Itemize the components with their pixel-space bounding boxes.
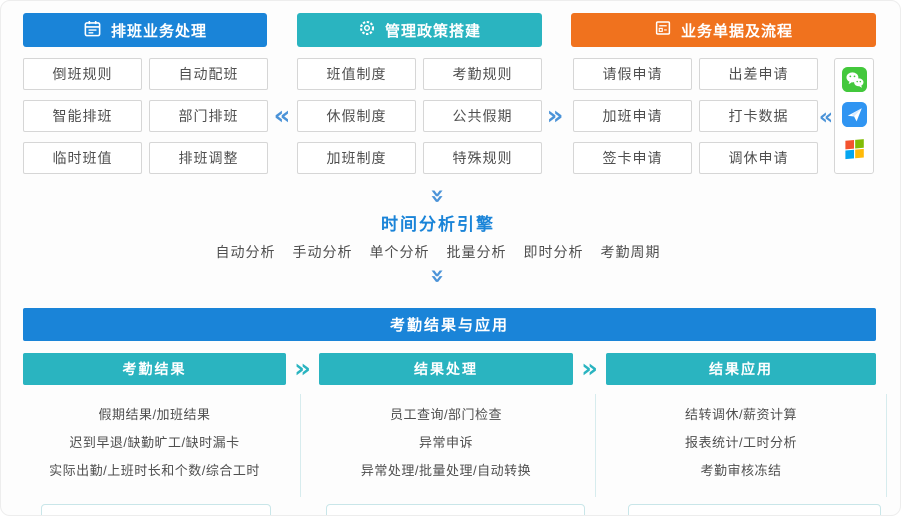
list-item: 假期结果/加班结果: [98, 406, 211, 422]
results-banner: 考勤结果与应用: [23, 308, 876, 341]
engine-mode: 即时分析: [523, 244, 584, 260]
list-item: 结转调休/薪资计算: [684, 406, 798, 422]
section-header-forms: 业务单据及流程: [571, 13, 876, 47]
grid-cell: 考勤规则: [423, 58, 542, 90]
wechat-icon: [841, 66, 867, 97]
section-title: 管理政策搭建: [384, 22, 481, 40]
attendance-results-list: 假期结果/加班结果 迟到早退/缺勤旷工/缺时漏卡 实际出勤/上班时长和个数/综合…: [23, 399, 286, 483]
list-item: 考勤审核冻结: [700, 462, 782, 478]
grid-cell: 休假制度: [297, 100, 416, 132]
section-header-scheduling: 排班业务处理: [23, 13, 267, 47]
flow-down-2: »: [23, 264, 853, 289]
grid-cell: 调休申请: [699, 142, 818, 174]
forms-grid: 请假申请 出差申请 加班申请 打卡数据 签卡申请 调休申请: [573, 58, 818, 174]
engine-mode: 单个分析: [369, 244, 430, 260]
subheader-result-application: 结果应用: [606, 353, 876, 385]
grid-cell: 自动配班: [149, 58, 268, 90]
grid-cell: 倒班规则: [23, 58, 142, 90]
gear-icon: [358, 19, 376, 41]
channel-icon-box: [834, 58, 874, 174]
double-chevron-left-icon: «: [818, 105, 834, 130]
subheader-result-processing: 结果处理: [319, 353, 573, 385]
flow-down-1: »: [23, 184, 853, 209]
column-divider: [886, 394, 887, 497]
engine-mode: 自动分析: [215, 244, 276, 260]
grid-cell: 加班制度: [297, 142, 416, 174]
form-icon: [654, 19, 672, 41]
grid-cell: 智能排班: [23, 100, 142, 132]
cutoff-box: [326, 504, 585, 515]
list-item: 报表统计/工时分析: [684, 434, 798, 450]
double-chevron-right-icon: »: [294, 354, 311, 384]
list-item: 迟到早退/缺勤旷工/缺时漏卡: [69, 434, 240, 450]
column-divider: [300, 394, 301, 497]
result-application-list: 结转调休/薪资计算 报表统计/工时分析 考勤审核冻结: [606, 399, 876, 483]
cutoff-box: [41, 504, 271, 515]
grid-cell: 临时班值: [23, 142, 142, 174]
list-item: 员工查询/部门检查: [389, 406, 503, 422]
grid-cell: 签卡申请: [573, 142, 692, 174]
engine-title: 时间分析引擎: [381, 215, 495, 234]
calendar-icon: [83, 19, 102, 42]
grid-cell: 加班申请: [573, 100, 692, 132]
column-divider: [595, 394, 596, 497]
engine-mode: 考勤周期: [600, 244, 661, 260]
result-processing-list: 员工查询/部门检查 异常申诉 异常处理/批量处理/自动转换: [319, 399, 573, 483]
scheduling-grid: 倒班规则 自动配班 智能排班 部门排班 临时班值 排班调整: [23, 58, 268, 174]
section-title: 排班业务处理: [110, 22, 207, 40]
grid-cell: 请假申请: [573, 58, 692, 90]
double-chevron-down-icon: »: [423, 268, 452, 284]
grid-cell: 出差申请: [699, 58, 818, 90]
double-chevron-right-icon: »: [581, 354, 598, 384]
engine-mode: 批量分析: [446, 244, 507, 260]
double-chevron-left-icon: «: [273, 101, 291, 131]
windows-icon: [843, 137, 866, 165]
subheader-attendance-results: 考勤结果: [23, 353, 286, 385]
policy-grid: 班值制度 考勤规则 休假制度 公共假期 加班制度 特殊规则: [297, 58, 542, 174]
double-chevron-down-icon: »: [423, 188, 452, 204]
grid-cell: 部门排班: [149, 100, 268, 132]
grid-cell: 打卡数据: [699, 100, 818, 132]
list-item: 实际出勤/上班时长和个数/综合工时: [49, 462, 260, 478]
double-chevron-right-icon: »: [546, 101, 564, 131]
cutoff-box: [628, 504, 881, 515]
send-app-icon: [841, 101, 867, 132]
list-item: 异常处理/批量处理/自动转换: [360, 462, 532, 478]
list-item: 异常申诉: [418, 434, 473, 450]
section-header-policy: 管理政策搭建: [297, 13, 542, 47]
section-title: 业务单据及流程: [680, 22, 793, 40]
grid-cell: 公共假期: [423, 100, 542, 132]
grid-cell: 班值制度: [297, 58, 416, 90]
engine-mode: 手动分析: [292, 244, 353, 260]
grid-cell: 排班调整: [149, 142, 268, 174]
engine-modes: 自动分析 手动分析 单个分析 批量分析 即时分析 考勤周期: [23, 242, 853, 262]
grid-cell: 特殊规则: [423, 142, 542, 174]
